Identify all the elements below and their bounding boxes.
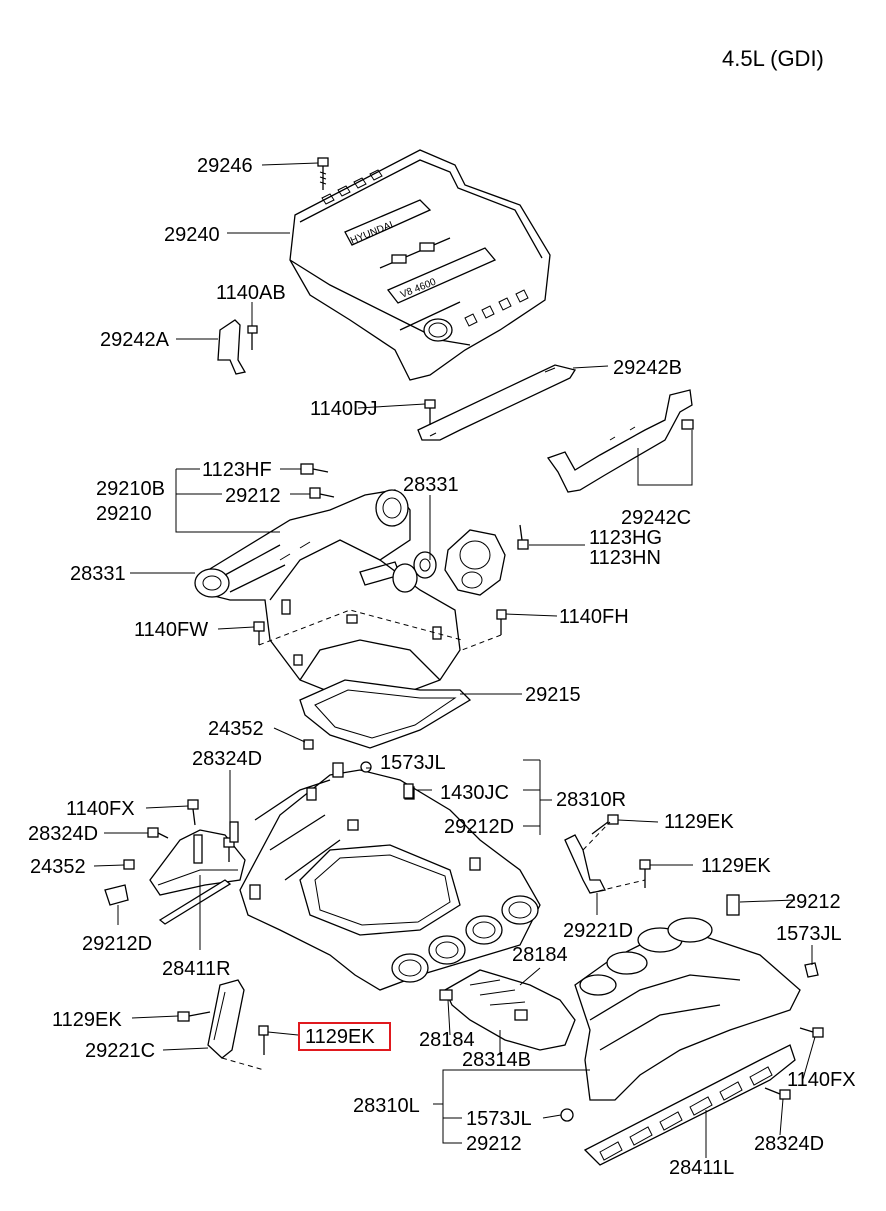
selected-part-highlight[interactable] <box>298 1022 391 1051</box>
bracket-29221C <box>177 979 269 1071</box>
callout-29210: 29210 <box>96 503 152 525</box>
callout-1140AB: 1140AB <box>216 282 286 304</box>
callout-28331-top: 28331 <box>403 474 459 496</box>
gasket-29215 <box>299 679 472 749</box>
callout-1123HN: 1123HN <box>589 547 661 569</box>
callout-1573JL-right: 1573JL <box>776 923 842 945</box>
callout-1573JL-bottom: 1573JL <box>466 1108 532 1130</box>
engine-cover-drawing: HYUNDAI V8 4600 <box>289 149 551 381</box>
callout-29240: 29240 <box>164 224 220 246</box>
callout-28331-left: 28331 <box>70 563 126 585</box>
callout-29215: 29215 <box>525 684 581 706</box>
bracket-29242A <box>217 319 258 375</box>
callout-1129EK-r2: 1129EK <box>701 855 771 877</box>
callout-28324D-bottom: 28324D <box>754 1133 824 1155</box>
callout-28310L: 28310L <box>353 1095 420 1117</box>
engine-title: 4.5L (GDI) <box>722 46 824 71</box>
callout-1129EK-boxed: 1129EK <box>305 1026 375 1048</box>
callout-29221D: 29221D <box>563 920 633 942</box>
callout-28411L: 28411L <box>669 1157 734 1179</box>
callout-29212D-right: 29212D <box>444 816 514 838</box>
throttle-component <box>444 524 529 596</box>
callout-1140DJ: 1140DJ <box>310 398 377 420</box>
callout-28324D-top: 28324D <box>192 748 262 770</box>
callout-1140FX-left: 1140FX <box>66 798 135 820</box>
left-manifold-drawing <box>439 894 824 1122</box>
callout-29212-top: 29212 <box>225 485 281 507</box>
callout-29221C: 29221C <box>85 1040 155 1062</box>
callout-29242B: 29242B <box>613 357 682 379</box>
callout-29212D-left: 29212D <box>82 933 152 955</box>
lower-left-parts <box>104 739 314 925</box>
bracket-29242C <box>546 389 694 493</box>
lower-right-parts <box>403 783 651 894</box>
callout-24352-left: 24352 <box>30 856 86 878</box>
callout-29242C: 29242C <box>621 507 691 529</box>
callout-28324D-left: 28324D <box>28 823 98 845</box>
bolt-29246 <box>317 157 329 190</box>
callout-1123HG: 1123HG <box>589 527 662 549</box>
callout-labels: 29246 29240 1140AB 29242A 29242B 1140DJ … <box>28 155 856 1179</box>
callout-28184-top: 28184 <box>512 944 568 966</box>
leader-lines <box>93 162 816 1158</box>
callout-28310R: 28310R <box>556 789 626 811</box>
lower-intake-drawing <box>239 761 541 991</box>
callout-1129EK-r1: 1129EK <box>664 811 734 833</box>
callout-24352-top: 24352 <box>208 718 264 740</box>
callout-29212-right: 29212 <box>785 891 841 913</box>
callout-28314B: 28314B <box>462 1049 531 1071</box>
callout-29212-bottom: 29212 <box>466 1133 522 1155</box>
callout-1129EK-left: 1129EK <box>52 1009 122 1031</box>
callout-1140FX-right: 1140FX <box>787 1069 856 1091</box>
callout-29246: 29246 <box>197 155 253 177</box>
assembly-line-upper <box>258 609 502 651</box>
callout-1430JC: 1430JC <box>440 782 509 804</box>
callout-29210B: 29210B <box>96 478 165 500</box>
gasket-28411L <box>583 1044 796 1166</box>
upper-intake-drawing <box>194 489 461 701</box>
callout-29242A: 29242A <box>100 329 170 351</box>
bracket-29242B <box>417 364 577 441</box>
callout-28184-bottom: 28184 <box>419 1029 475 1051</box>
callout-1140FW: 1140FW <box>134 619 208 641</box>
callout-1123HF: 1123HF <box>202 459 272 481</box>
callout-1573JL-top: 1573JL <box>380 752 446 774</box>
callout-28411R: 28411R <box>162 958 231 980</box>
callout-1140FH: 1140FH <box>559 606 629 628</box>
